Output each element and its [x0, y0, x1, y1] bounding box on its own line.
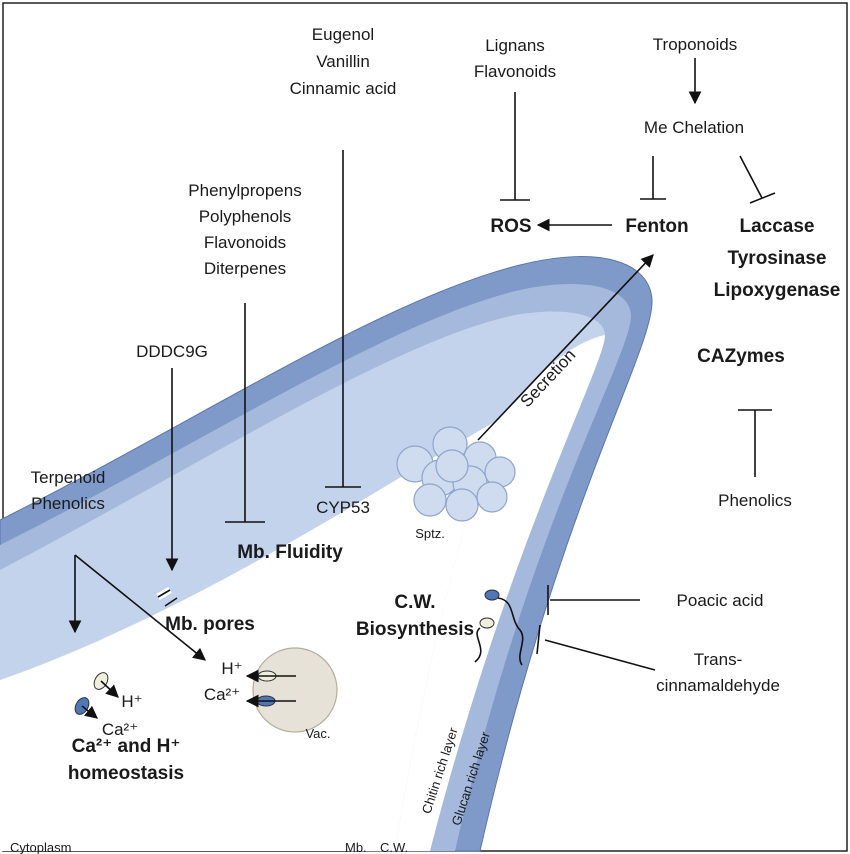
sptz-label: Sptz. [415, 526, 445, 541]
cw-bottom-label: C.W. [380, 840, 408, 854]
inhibit-bar-laccase [749, 192, 776, 204]
cw-synthase-light [479, 617, 495, 629]
trans-label: Trans- [694, 650, 743, 669]
cytoplasm-region [0, 420, 498, 851]
ca-vacuole-label: Ca²⁺ [204, 685, 240, 704]
mb-fluidity-label: Mb. Fluidity [237, 542, 343, 563]
ca-membrane-label: Ca²⁺ [102, 720, 138, 739]
arrow-secretion [477, 254, 654, 441]
arrow-ca-membrane [81, 705, 98, 719]
cinnamic-acid-label: Cinnamic acid [290, 79, 397, 98]
mb-pores-label: Mb. pores [165, 614, 255, 635]
ros-label: ROS [490, 216, 531, 237]
inhibit-line-cinnamaldehyde [544, 639, 656, 671]
fenton-label: Fenton [625, 216, 688, 237]
cyp53-label: CYP53 [316, 498, 370, 517]
vac-label: Vac. [305, 726, 330, 741]
inhibit-line-laccase [739, 155, 763, 199]
h-plus-membrane-label: H⁺ [121, 692, 142, 711]
poacic-acid-label: Poacic acid [677, 591, 764, 610]
phenolics-left-label: Phenolics [31, 494, 105, 513]
cw-label: C.W. [394, 592, 435, 613]
laccase-label: Laccase [739, 216, 814, 237]
homeostasis-title-label: Ca²⁺ and H⁺ [72, 736, 181, 757]
flavonoids-label: Flavonoids [204, 233, 286, 252]
h-plus-vacuole-label: H⁺ [221, 659, 242, 678]
me-chelation-label: Me Chelation [644, 118, 744, 137]
vanillin-label: Vanillin [316, 52, 370, 71]
biosynthesis-label: Biosynthesis [356, 619, 474, 640]
cell-wall-glucan-layer [0, 284, 632, 851]
membrane-pore [156, 586, 178, 607]
phenylpropens-label: Phenylpropens [188, 181, 301, 200]
arrow-h-membrane [100, 680, 119, 698]
lipoxygenase-label: Lipoxygenase [714, 280, 841, 301]
dddc9g-label: DDDC9G [136, 342, 208, 361]
inhibit-bar-cinnamaldehyde [536, 624, 541, 655]
polymer-strand-2 [474, 627, 482, 663]
cytoplasm-label: Cytoplasm [10, 840, 71, 854]
cazymes-label: CAZymes [697, 346, 785, 367]
spitzenkorper-vesicles [396, 426, 516, 522]
polyphenols-label: Polyphenols [199, 207, 292, 226]
terpenoid-label: Terpenoid [31, 468, 106, 487]
cinnamaldehyde-label: cinnamaldehyde [656, 676, 780, 695]
arrow-terpenoid-vacuole [74, 554, 206, 661]
tyrosinase-label: Tyrosinase [728, 248, 827, 269]
phenolics-right-label: Phenolics [718, 491, 792, 510]
polymer-strand-1 [497, 597, 524, 666]
apex-interior [395, 335, 605, 851]
flavonoids-label-top: Flavonoids [474, 62, 556, 81]
cw-synthase-blue [484, 589, 500, 601]
lignans-label: Lignans [485, 36, 545, 55]
homeostasis-label: homeostasis [68, 763, 184, 784]
mb-label: Mb. [345, 840, 367, 854]
diterpenes-label: Diterpenes [204, 259, 286, 278]
troponoids-label: Troponoids [653, 35, 737, 54]
vacuole [252, 647, 338, 733]
eugenol-label: Eugenol [312, 25, 374, 44]
